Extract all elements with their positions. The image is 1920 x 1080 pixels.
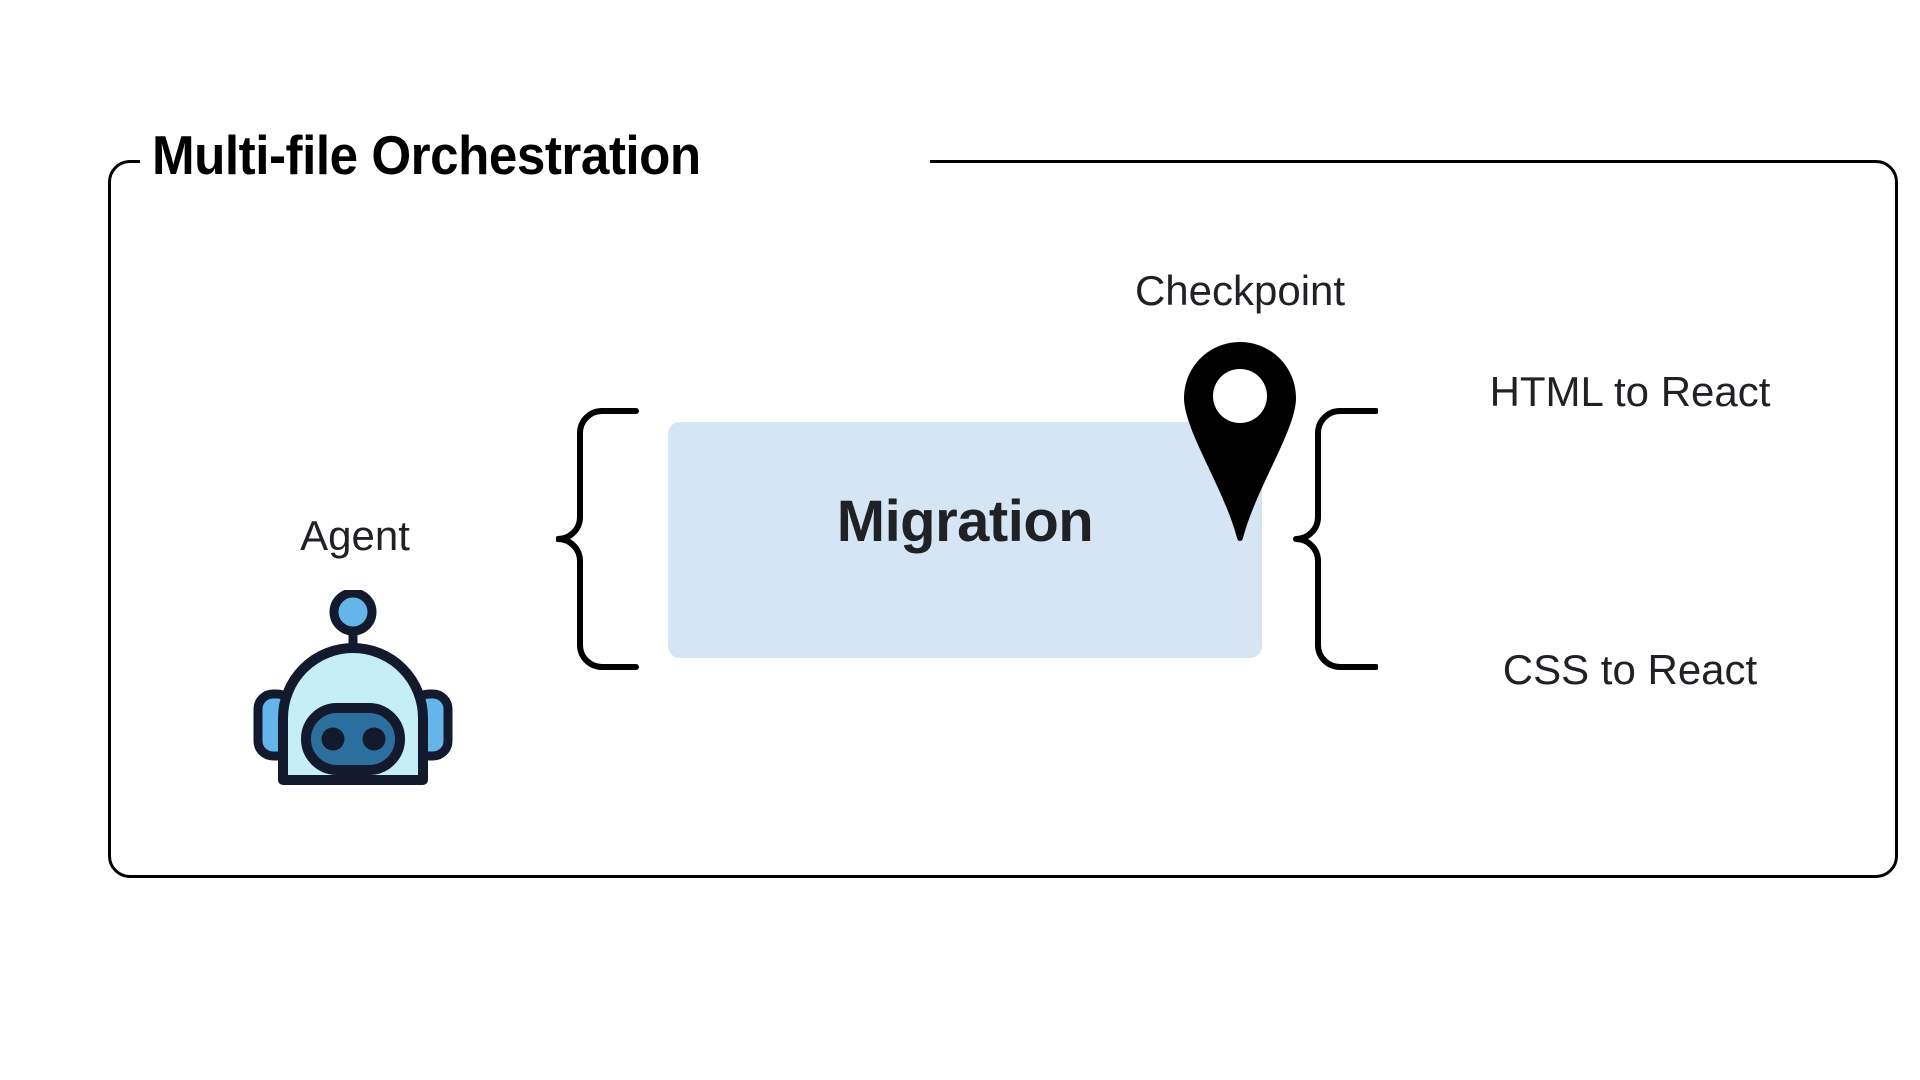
page-title: Multi-file Orchestration: [152, 124, 701, 186]
robot-icon: [238, 588, 468, 790]
brace-right: [1290, 408, 1379, 670]
output-label-html-to-react: HTML to React: [1489, 368, 1771, 415]
output-label-css-to-react: CSS to React: [1502, 646, 1758, 693]
agent-label: Agent: [300, 512, 410, 559]
map-pin-icon: [1180, 338, 1300, 546]
frame-legend-gap: [140, 142, 930, 180]
migration-label: Migration: [836, 489, 1094, 554]
brace-left: [555, 408, 640, 670]
orchestration-frame: [108, 160, 1898, 878]
migration-box: [668, 422, 1262, 658]
checkpoint-label: Checkpoint: [1134, 267, 1346, 314]
